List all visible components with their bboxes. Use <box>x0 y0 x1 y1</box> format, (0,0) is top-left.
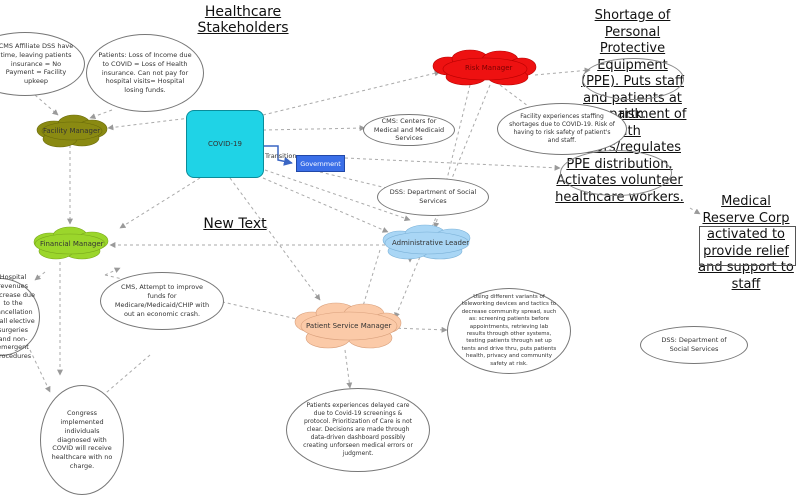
connector <box>319 171 396 192</box>
administrative-leader-label: Administrative Leader <box>392 239 470 247</box>
note-telework[interactable]: Using different variants of teleworking … <box>447 288 571 374</box>
facility-manager-cloud[interactable] <box>36 114 108 148</box>
note-dss-department-1[interactable]: DSS: Department of Social Services <box>377 178 489 216</box>
connector <box>89 109 113 119</box>
transition-label: Transition <box>265 152 297 160</box>
connector <box>104 267 121 276</box>
title-new-text: New Text <box>203 216 267 232</box>
covid-node[interactable]: COVID-19 <box>186 110 264 178</box>
risk-manager-label: Risk Manager <box>465 64 513 72</box>
ppe-highlight-ellipse <box>582 58 684 100</box>
connector <box>29 349 51 393</box>
title-medical-reserve: Medical Reserve Corp activated to provid… <box>698 194 794 292</box>
patient-service-manager-cloud[interactable] <box>294 302 402 349</box>
connector <box>262 177 389 233</box>
connector <box>99 354 151 399</box>
connector <box>689 207 701 215</box>
connector <box>344 349 353 389</box>
transition-arrow <box>264 145 293 166</box>
financial-manager-cloud[interactable] <box>33 226 109 260</box>
note-cms-centers[interactable]: CMS: Centers for Medical and Medicaid Se… <box>363 114 455 146</box>
connector <box>391 326 448 333</box>
administrative-leader-cloud[interactable] <box>382 224 471 260</box>
connector <box>262 125 366 132</box>
note-loss-of-income[interactable]: Patients: Loss of Income due to COVID = … <box>86 34 204 112</box>
note-hospital-revenues[interactable]: Hospital revenues decrease due to the ca… <box>0 273 40 360</box>
government-node[interactable]: Government <box>296 155 345 172</box>
connector <box>34 271 46 281</box>
connector <box>344 157 561 171</box>
connector <box>229 177 321 301</box>
medical-reserve-box <box>699 226 796 266</box>
connector <box>104 274 311 324</box>
connector-lines <box>29 67 701 399</box>
note-congress[interactable]: Congress implemented individuals diagnos… <box>40 385 124 495</box>
title-healthcare-stakeholders: Healthcare Stakeholders <box>197 4 289 37</box>
connector <box>34 94 59 116</box>
government-label: Government <box>300 159 341 168</box>
note-cms-attempt[interactable]: CMS, Attempt to improve funds for Medica… <box>100 272 224 330</box>
note-dss-affiliate[interactable]: CMS Affiliate DSS have time, leaving pat… <box>0 32 85 96</box>
facility-manager-label: Facility Manager <box>43 127 101 135</box>
note-facility-staffing[interactable]: Facility experiences staffing shortages … <box>497 103 627 155</box>
note-delayed-care[interactable]: Patients experiences delayed care due to… <box>286 388 430 472</box>
financial-manager-label: Financial Manager <box>40 240 104 248</box>
connector <box>107 117 191 131</box>
connector <box>499 84 541 116</box>
risk-manager-cloud[interactable] <box>432 49 537 86</box>
patient-service-manager-label: Patient Service Manager <box>306 322 392 330</box>
connector <box>119 177 201 229</box>
connector <box>262 70 441 116</box>
covid-label: COVID-19 <box>208 140 242 148</box>
state-dept-highlight-ellipse <box>560 150 672 196</box>
note-dss-department-2[interactable]: DSS: Department of Social Services <box>640 326 748 364</box>
connector <box>264 169 411 222</box>
